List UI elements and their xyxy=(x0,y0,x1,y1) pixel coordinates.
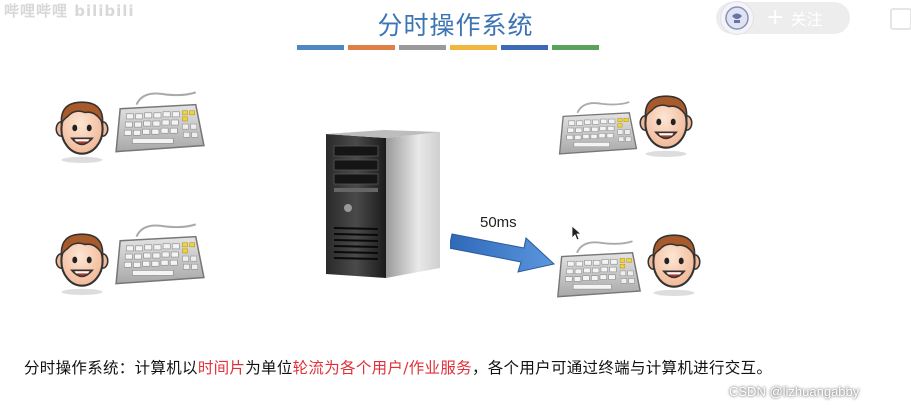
user-face-icon xyxy=(647,234,701,297)
plus-icon: + xyxy=(766,5,785,30)
csdn-credit: CSDN @lizhuangabby xyxy=(729,384,860,399)
color-bar xyxy=(297,45,344,50)
follow-widget: + 关注 xyxy=(716,1,850,35)
caption-highlight: 时间片 xyxy=(197,359,246,377)
caption-part: 分时操作系统：计算机以 xyxy=(24,359,198,377)
keyboard-icon xyxy=(115,223,205,285)
color-bar xyxy=(399,45,446,50)
server-tower-icon xyxy=(326,130,440,278)
user-face-icon xyxy=(639,95,693,158)
keyboard-icon xyxy=(558,101,638,155)
slide-title: 分时操作系统 xyxy=(377,11,534,40)
uploader-avatar[interactable] xyxy=(720,1,754,35)
bilibili-watermark: 哔哩哔哩 bilibili xyxy=(4,2,135,20)
follow-button[interactable]: + 关注 xyxy=(766,6,822,30)
caption-text: 分时操作系统：计算机以时间片为单位轮流为各个用户/作业服务，各个用户可通过终端与… xyxy=(24,356,772,378)
arrow-icon xyxy=(450,233,556,273)
user-face-icon xyxy=(55,233,109,296)
color-bar xyxy=(348,45,395,50)
color-bar xyxy=(450,45,497,50)
color-bar xyxy=(552,45,599,50)
user-face-icon xyxy=(55,101,109,164)
title-color-bars xyxy=(297,45,599,50)
keyboard-icon xyxy=(115,91,205,153)
caption-part: ，各个用户可通过终端与计算机进行交互。 xyxy=(471,359,773,377)
time-slice-label: 50ms xyxy=(480,214,517,231)
cursor-icon xyxy=(571,225,583,241)
keyboard-icon xyxy=(556,240,642,298)
caption-highlight: 轮流为各个用户/作业服务 xyxy=(292,359,472,377)
follow-label: 关注 xyxy=(790,10,823,29)
caption-part: 为单位 xyxy=(245,359,293,377)
color-bar xyxy=(501,45,548,50)
